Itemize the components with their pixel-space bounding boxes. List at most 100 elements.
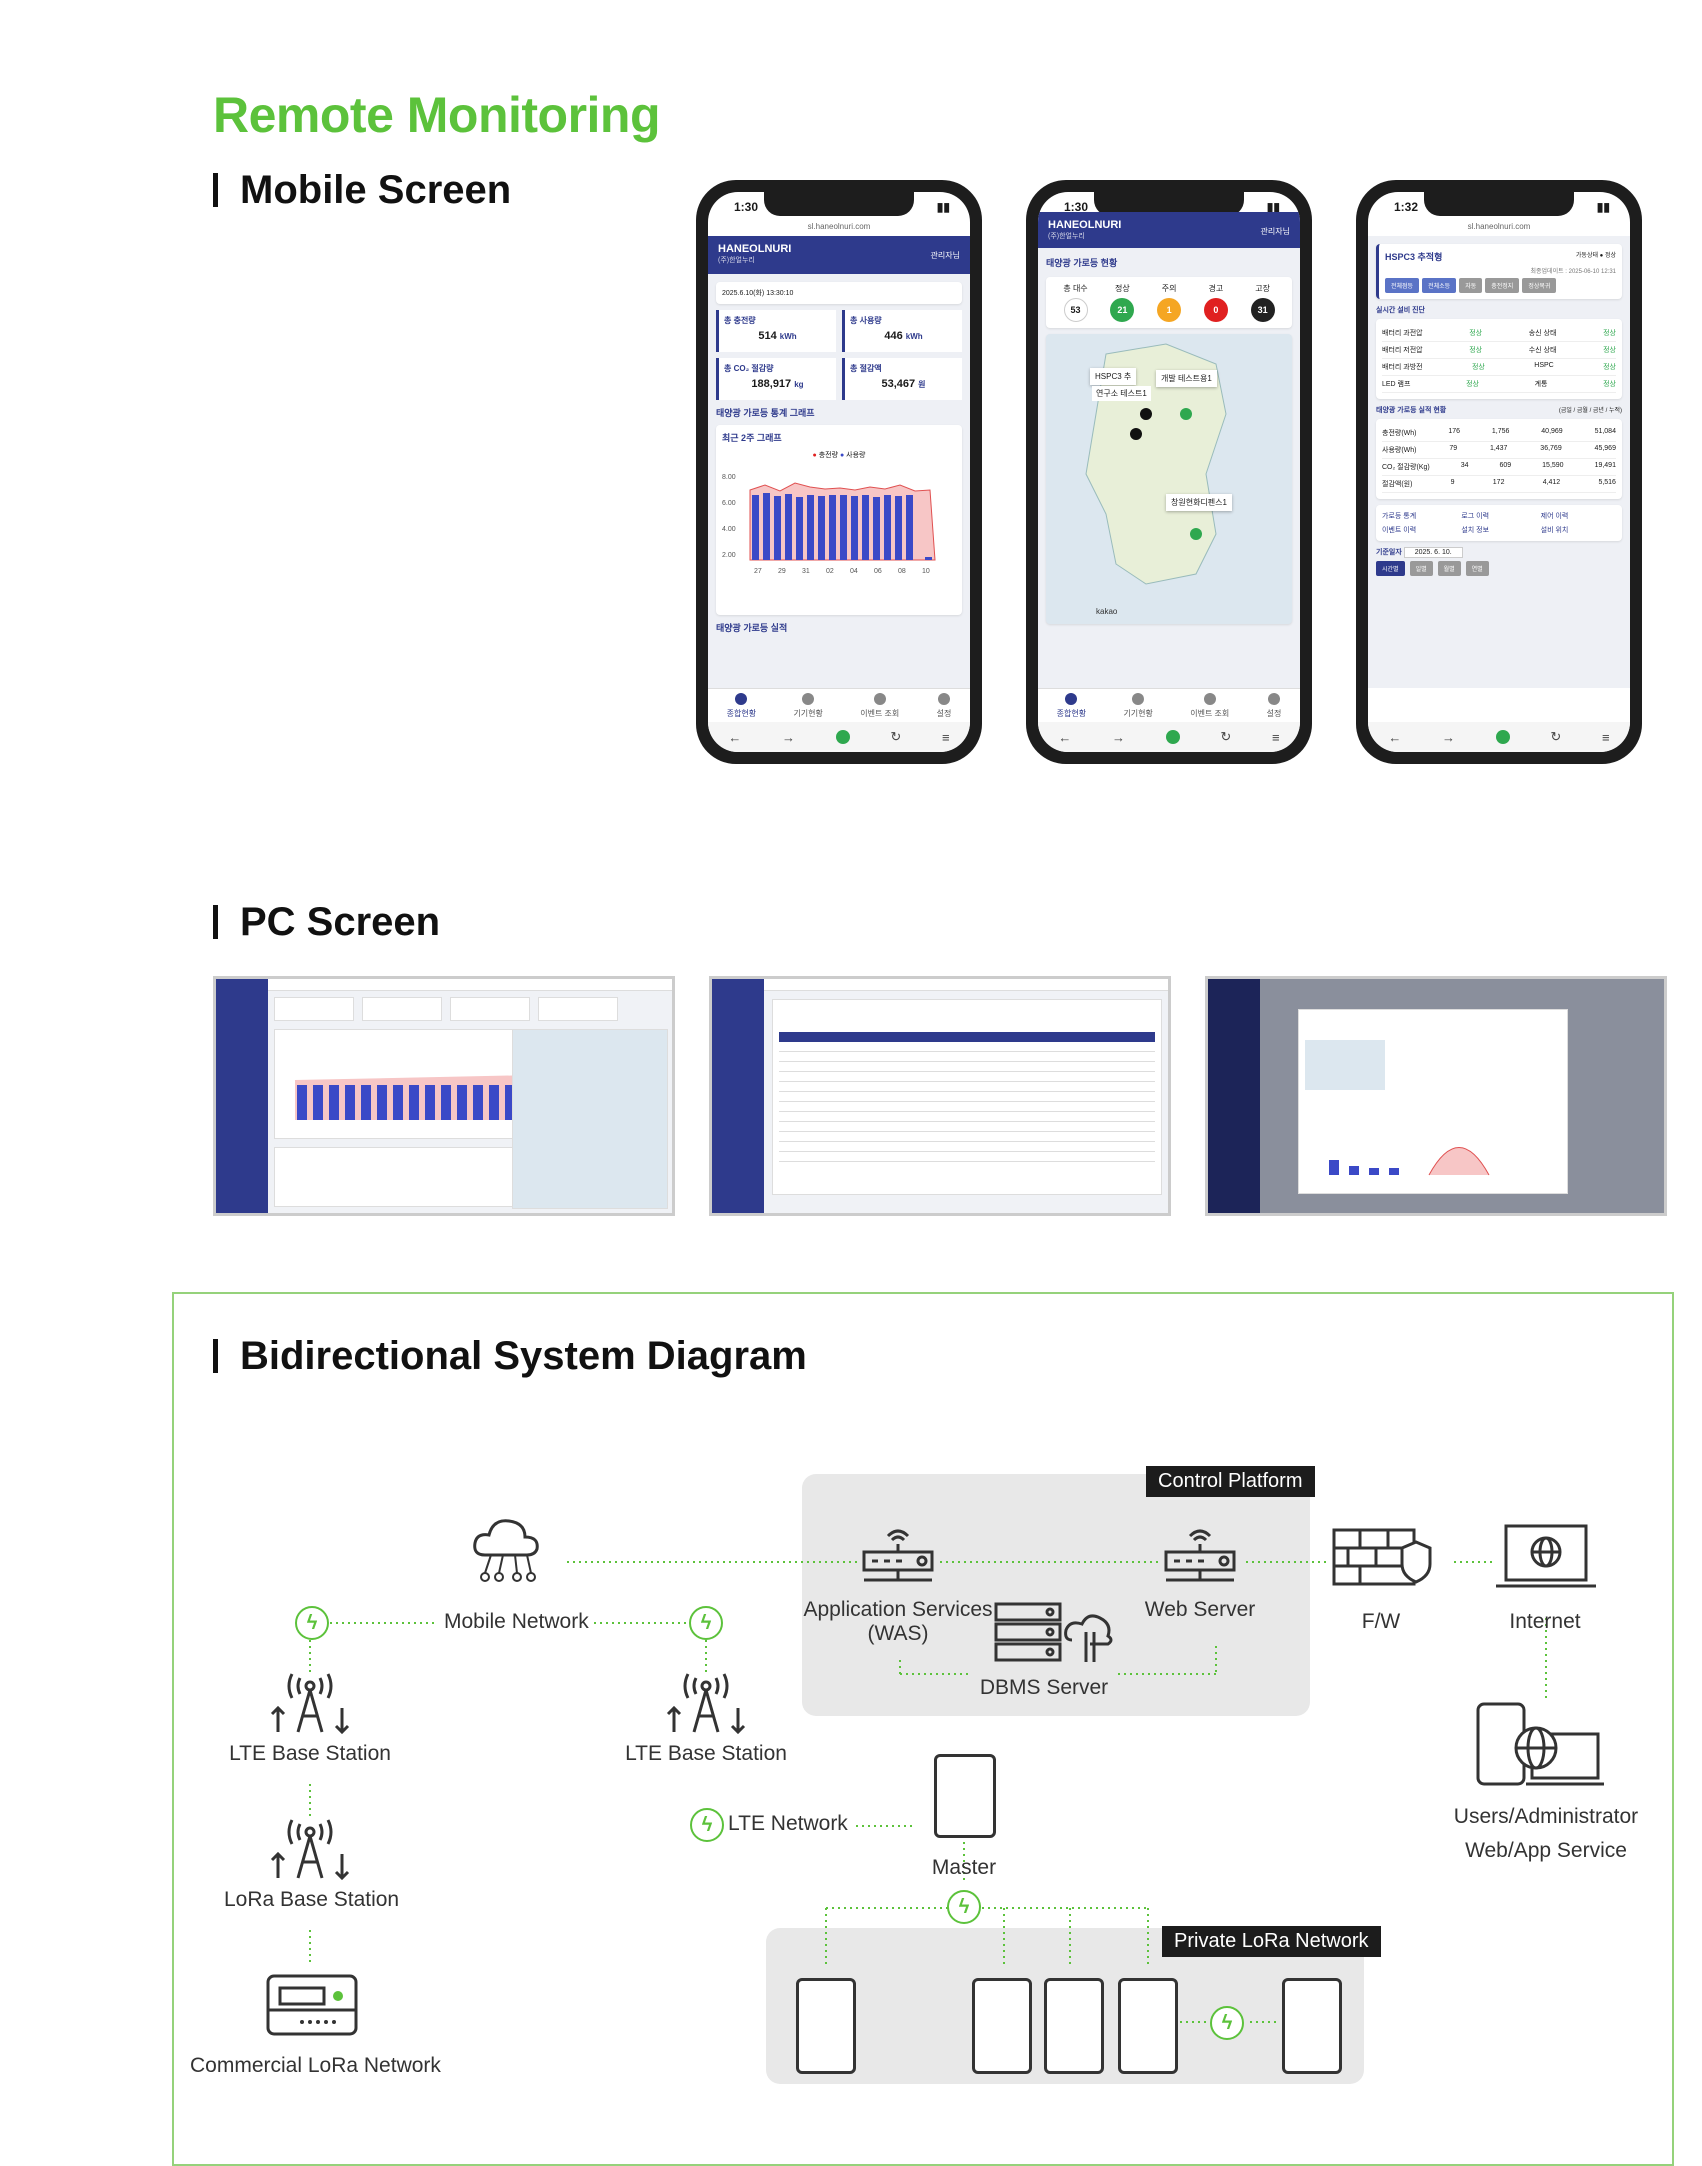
link-log[interactable]: 로그 이력	[1461, 513, 1490, 520]
admin-menu[interactable]: 관리자님	[930, 251, 960, 260]
perf-title: 태양광 가로등 실적 현황	[1376, 407, 1447, 414]
map-label[interactable]: HSPC3 추	[1090, 368, 1137, 385]
cell: CO₂ 절감량(Kg)	[1382, 464, 1430, 471]
tab-settings[interactable]: 설정	[1267, 693, 1281, 722]
tab-hourly[interactable]: 시간별	[1376, 561, 1405, 576]
back-icon[interactable]: ←	[1058, 729, 1072, 745]
mobile-section-heading: Mobile Screen	[213, 168, 511, 213]
device-name: HSPC3 추적형	[1385, 252, 1443, 262]
map-brand: kakao	[1096, 607, 1118, 616]
link-events[interactable]: 이벤트 이력	[1382, 527, 1417, 534]
pc-sidebar	[1208, 979, 1260, 1213]
reload-icon[interactable]: ↻	[1550, 729, 1562, 744]
tab-devices[interactable]: 기기현황	[793, 693, 823, 722]
reload-icon[interactable]: ↻	[1220, 729, 1232, 744]
korea-map	[1085, 343, 1227, 585]
diag-title: 실시간 설비 진단	[1376, 307, 1425, 314]
pc-device-list-thumbnail	[709, 976, 1171, 1216]
address-bar[interactable]: sl.haneolnuri.com	[807, 222, 871, 231]
forward-icon[interactable]: →	[1112, 729, 1126, 745]
xtick: 06	[874, 568, 882, 575]
status-bar: 1:32▮▮	[1394, 200, 1610, 216]
menu-icon[interactable]: ≡	[1272, 729, 1280, 745]
tab-events[interactable]: 이벤트 조회	[860, 693, 899, 722]
internet-label: Internet	[1509, 1610, 1581, 1633]
marker-icon	[1130, 428, 1142, 440]
tab-events[interactable]: 이벤트 조회	[1190, 693, 1229, 722]
pc-sidebar	[712, 979, 764, 1213]
tab-daily[interactable]: 일별	[1409, 561, 1433, 576]
users-devices-icon	[1476, 1700, 1606, 1796]
brand-logo[interactable]: HANEOLNURI	[718, 243, 792, 255]
reload-icon[interactable]: ↻	[890, 729, 902, 744]
browser-nav: ← → ↻ ≡	[1038, 722, 1300, 752]
admin-menu[interactable]: 관리자님	[1260, 227, 1290, 236]
all-on-button[interactable]: 전체점등	[1385, 278, 1420, 293]
cell: 충전량(Wh)	[1382, 430, 1417, 437]
graph-card: 최근 2주 그래프 ● 충전량 ● 사용량 8.00 6.00 4.00 2.0…	[716, 425, 962, 615]
tab-overview[interactable]: 종합현황	[727, 693, 756, 722]
home-icon[interactable]	[1495, 730, 1510, 744]
xtick: 27	[754, 568, 762, 575]
firewall-label: F/W	[1361, 1610, 1401, 1633]
stop-charge-button[interactable]: 충전정지	[1485, 278, 1520, 293]
forward-icon[interactable]: →	[1442, 729, 1456, 745]
stat-unit: kWh	[905, 332, 923, 341]
home-icon[interactable]	[1165, 730, 1180, 744]
back-icon[interactable]: ←	[1388, 729, 1402, 745]
all-off-button[interactable]: 전체소등	[1422, 278, 1457, 293]
tab-settings[interactable]: 설정	[937, 693, 951, 722]
date-input[interactable]: 2025. 6. 10.	[1403, 547, 1463, 558]
map-popup[interactable]: 창원현화디펜스1	[1166, 494, 1232, 511]
forward-icon[interactable]: →	[782, 729, 796, 745]
link-bolt-icon: ϟ	[1210, 2006, 1244, 2040]
stat-unit: kg	[794, 380, 804, 389]
link-bolt-icon: ϟ	[689, 1606, 723, 1640]
app-header: HANEOLNURI (주)한얼누리 관리자님	[708, 236, 970, 274]
home-icon[interactable]	[835, 730, 850, 744]
tab-label: 종합현황	[1056, 709, 1087, 718]
pc-sidebar	[216, 979, 268, 1213]
tab-overview[interactable]: 종합현황	[1057, 693, 1086, 722]
address-bar[interactable]: sl.haneolnuri.com	[1467, 222, 1531, 231]
back-icon[interactable]: ←	[728, 729, 742, 745]
xtick: 08	[898, 568, 906, 575]
menu-icon[interactable]: ≡	[1602, 729, 1610, 745]
menu-icon[interactable]: ≡	[942, 729, 950, 745]
tab-monthly[interactable]: 월별	[1437, 561, 1461, 576]
legend-usage: 사용량	[846, 452, 866, 459]
master-label: Master	[931, 1856, 997, 1879]
link-location[interactable]: 설비 위치	[1540, 527, 1569, 534]
restore-button[interactable]: 정상복귀	[1522, 278, 1557, 293]
map-card[interactable]: HSPC3 추 연구소 테스트1 개발 테스트용1 창원현화디펜스1 kakao	[1046, 334, 1292, 624]
brand-logo[interactable]: HANEOLNURI	[1048, 219, 1122, 231]
tab-devices[interactable]: 기기현황	[1123, 693, 1153, 722]
tab-yearly[interactable]: 연별	[1465, 561, 1489, 576]
auto-button[interactable]: 자동	[1459, 278, 1483, 293]
link-control[interactable]: 제어 이력	[1540, 513, 1569, 520]
link-stats[interactable]: 가로등 통계	[1382, 513, 1417, 520]
overview-icon	[735, 693, 748, 705]
map-label[interactable]: 연구소 테스트1	[1092, 386, 1151, 401]
lora-gateway-icon	[262, 1970, 362, 2040]
firewall-icon	[1330, 1524, 1440, 1588]
map-popup[interactable]: 개발 테스트용1	[1156, 370, 1217, 387]
brand-sub: (주)한얼누리	[718, 257, 755, 264]
cell: 19,491	[1594, 462, 1616, 469]
link-install[interactable]: 설치 정보	[1461, 527, 1490, 534]
web-server-label: Web Server	[1144, 1598, 1256, 1621]
tab-label: 이벤트 조회	[860, 709, 900, 718]
phone-dashboard: 1:30▮▮ sl.haneolnuri.com HANEOLNURI (주)한…	[696, 180, 982, 764]
